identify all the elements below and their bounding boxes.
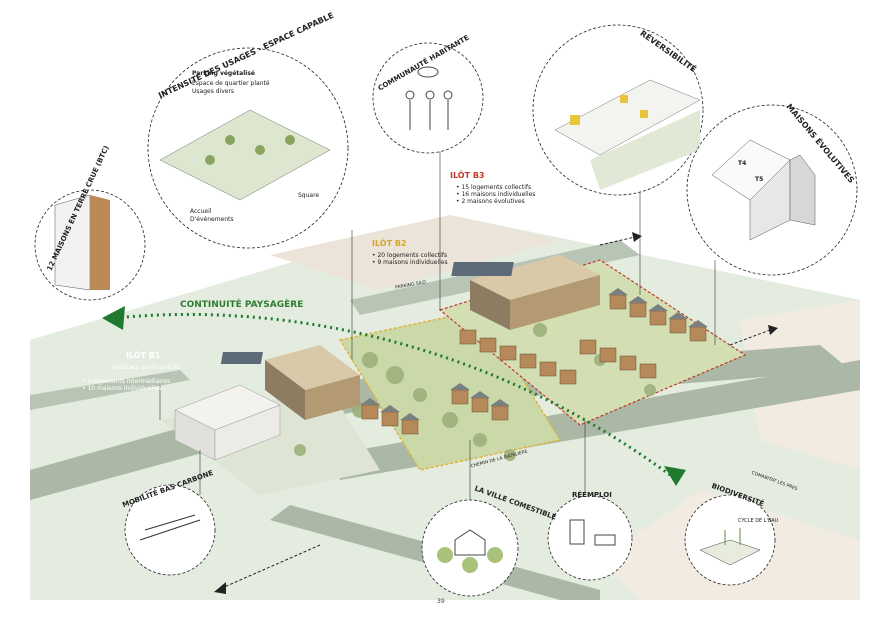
ilot-b1-item: 10 maisons individuelles [82,385,170,392]
arrow-head [214,582,226,594]
arrow-head [768,325,778,335]
ilot-b2-item: 20 logements collectifs [372,252,448,259]
accueil-line1: Accueil [190,208,212,215]
ilot-b3-item: 15 logements collectifs [456,184,535,191]
bubble-reemploi [547,495,633,581]
ilot-b2-list: 20 logements collectifs 9 maisons indivi… [372,252,448,266]
bubble-maisons-terre [34,189,146,301]
square-label: Square [298,192,320,199]
title-reemploi: RÉEMPLOI [572,491,612,499]
ilot-b1-subtitle: Habitats participatifs [112,363,180,371]
continuite-paysagere-path [114,312,671,477]
houses [361,294,707,435]
continuite-paysagere-label: CONTINUITÉ PAYSAGÈRE [180,300,304,310]
ilot-b3-list: 15 logements collectifs 16 maisons indiv… [456,184,535,205]
ilot-b2-title: ILÔT B2 [372,239,407,248]
bubble-communaute [372,42,484,154]
arrow-head-right [664,466,686,486]
bubble-reversibilite [532,24,704,196]
parking-line1: Espace de quartier planté [192,80,270,87]
label-t4: T4 [738,160,747,167]
building-b2 [220,345,360,420]
parking-line2: Usages divers [192,88,235,95]
bubble-ville-comestible [421,499,519,597]
ilot-b3-title: ILÔT B3 [450,171,485,180]
arrow-line [599,236,636,246]
page-number: 39 [437,598,445,605]
arrow-head [632,232,642,242]
arrow-head-left [102,306,125,330]
building-b1 [174,384,281,461]
arrow-line [221,544,321,589]
label-t5: T5 [755,176,764,183]
ilot-b3-item: 16 maisons individuelles [456,191,535,198]
bubble-biodiversite [684,494,776,586]
label-cycle-eau: CYCLE DE L'EAU [738,518,779,524]
bubble-maisons-evolutives [686,104,858,276]
ilot-b1-title: ILÔT B1 [126,351,161,360]
ilot-b1-list: 9 logements intermédiaires 10 maisons in… [82,378,170,392]
accueil-line2: D'événements [190,216,234,223]
building-b3 [451,255,600,330]
ilot-b3-item: 2 maisons évolutives [456,198,535,205]
ilot-b1-item: 9 logements intermédiaires [82,378,170,385]
parking-title: Parking végétalisé [192,70,255,77]
bubble-mobilite [124,484,216,576]
roofs [360,288,708,420]
bubble-intensite [147,47,349,249]
arrow-line [729,329,771,346]
ilot-b2-item: 9 maisons individuelles [372,259,447,266]
